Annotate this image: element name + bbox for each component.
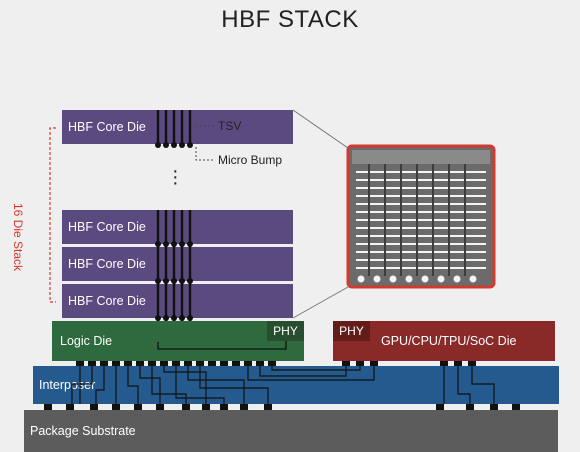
tsv-annotation: TSV [218, 119, 242, 133]
ellipsis-dots: ··· [172, 160, 179, 194]
core-die-2: HBF Core Die [62, 247, 293, 281]
logic-die-label: Logic Die [60, 334, 113, 348]
core-die-label: HBF Core Die [68, 257, 146, 271]
gpu-die: GPU/CPU/TPU/SoC Die [333, 321, 555, 361]
core-die-label: HBF Core Die [68, 120, 146, 134]
micro-bumps-top [155, 142, 193, 148]
zoom-inset [346, 144, 496, 289]
micro-bumps-lower [155, 241, 193, 321]
tsv-lines-top [156, 110, 192, 144]
core-die-1: HBF Core Die [62, 210, 293, 244]
logic-phy-label: PHY [267, 321, 304, 341]
diagram-title: HBF STACK [221, 6, 359, 33]
gpu-phy-label: PHY [333, 321, 370, 341]
core-die-label: HBF Core Die [68, 294, 146, 308]
interposer-wiring [71, 366, 495, 404]
micro-bump-leader [195, 147, 214, 161]
logic-die: Logic Die [52, 321, 304, 361]
interposer: Interposer [33, 366, 559, 404]
core-die-3: HBF Core Die [62, 284, 293, 318]
gpu-die-bumps [342, 361, 476, 366]
tsv-lines-lower [156, 210, 192, 321]
package-substrate: Package Substrate [24, 410, 558, 452]
core-die-top: HBF Core Die [62, 110, 293, 144]
core-die-label: HBF Core Die [68, 220, 146, 234]
gpu-die-label: GPU/CPU/TPU/SoC Die [381, 334, 517, 348]
stack-bracket [49, 127, 56, 303]
logic-die-bumps [76, 361, 276, 366]
interposer-label: Interposer [39, 378, 96, 392]
interposer-bumps [44, 404, 520, 410]
substrate-label: Package Substrate [30, 424, 136, 438]
micro-bump-annotation: Micro Bump [218, 153, 283, 167]
